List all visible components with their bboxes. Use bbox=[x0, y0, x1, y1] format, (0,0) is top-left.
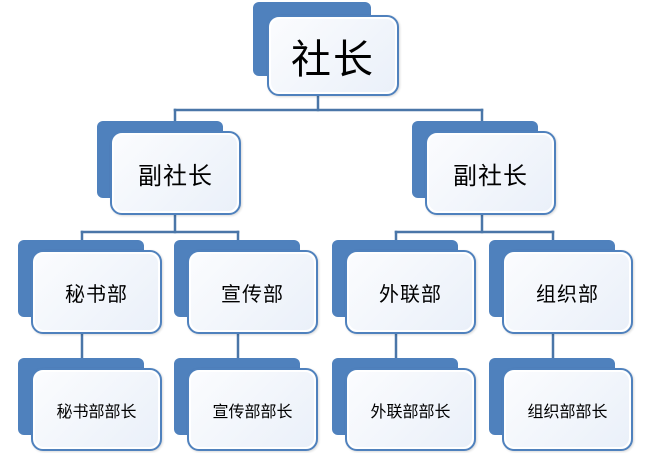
node-deputy-2-label: 副社长 bbox=[453, 161, 528, 190]
node-root-box: 社长 bbox=[267, 15, 399, 96]
node-dept-1-box: 秘书部 bbox=[31, 250, 162, 334]
node-head-3-label: 外联部部长 bbox=[370, 401, 451, 421]
node-head-1-label: 秘书部部长 bbox=[56, 401, 137, 421]
node-head-2-box: 宣传部部长 bbox=[187, 368, 318, 451]
node-deputy-1-box: 副社长 bbox=[110, 131, 241, 215]
node-dept-1[interactable]: 秘书部 bbox=[18, 240, 163, 335]
node-deputy-2[interactable]: 副社长 bbox=[412, 121, 557, 216]
node-head-1-box: 秘书部部长 bbox=[31, 368, 162, 451]
node-head-1[interactable]: 秘书部部长 bbox=[18, 358, 163, 452]
node-head-4[interactable]: 组织部部长 bbox=[489, 358, 634, 452]
node-head-4-label: 组织部部长 bbox=[527, 401, 608, 421]
node-dept-3[interactable]: 外联部 bbox=[332, 240, 477, 335]
node-head-3-box: 外联部部长 bbox=[345, 368, 476, 451]
node-dept-2-label: 宣传部 bbox=[221, 281, 284, 306]
node-dept-4-box: 组织部 bbox=[502, 250, 633, 334]
node-dept-2[interactable]: 宣传部 bbox=[174, 240, 319, 335]
node-deputy-1-label: 副社长 bbox=[138, 161, 213, 190]
node-head-2[interactable]: 宣传部部长 bbox=[174, 358, 319, 452]
node-deputy-1[interactable]: 副社长 bbox=[97, 121, 242, 216]
node-dept-1-label: 秘书部 bbox=[65, 281, 128, 306]
node-root[interactable]: 社长 bbox=[253, 2, 399, 96]
node-head-3[interactable]: 外联部部长 bbox=[332, 358, 477, 452]
node-head-2-label: 宣传部部长 bbox=[212, 401, 293, 421]
node-dept-3-label: 外联部 bbox=[379, 281, 442, 306]
node-dept-3-box: 外联部 bbox=[345, 250, 476, 334]
node-dept-4-label: 组织部 bbox=[536, 281, 599, 306]
node-deputy-2-box: 副社长 bbox=[425, 131, 556, 215]
node-root-label: 社长 bbox=[291, 36, 375, 83]
node-dept-4[interactable]: 组织部 bbox=[489, 240, 634, 335]
node-head-4-box: 组织部部长 bbox=[502, 368, 633, 451]
node-dept-2-box: 宣传部 bbox=[187, 250, 318, 334]
